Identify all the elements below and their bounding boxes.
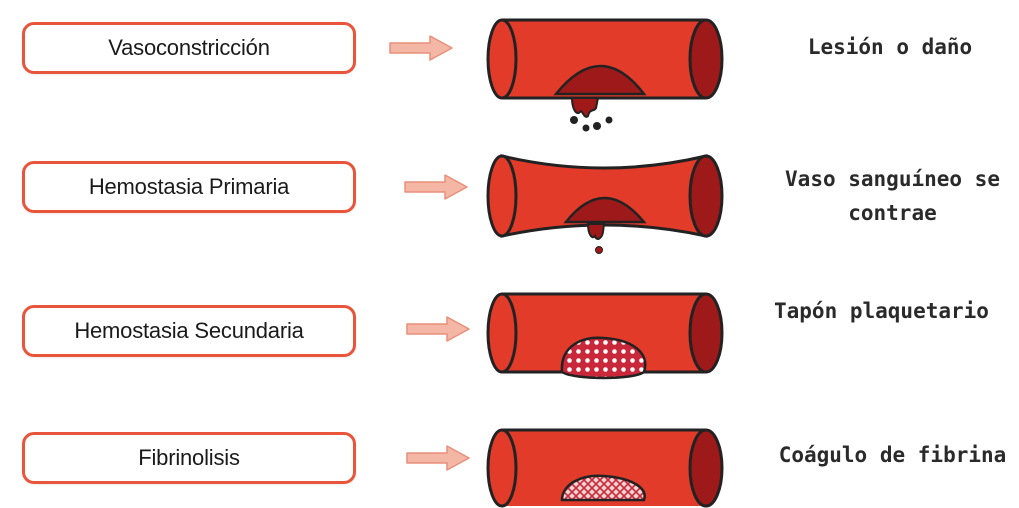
stage-box-hemostasia-secundaria: Hemostasia Secundaria: [22, 305, 356, 357]
right-arrow-icon: [405, 316, 471, 342]
stage-description: Lesión o daño: [790, 30, 990, 64]
stage-description: Coágulo de fibrina: [770, 438, 1015, 472]
stage-box-vasoconstriccion: Vasoconstricción: [22, 22, 356, 74]
right-arrow-icon: [403, 174, 469, 200]
stage-row-2: Hemostasia Primaria Vaso sanguíneo se co…: [0, 140, 1019, 240]
right-arrow-icon: [388, 35, 454, 61]
stage-row-4: Fibrinolisis Coágulo de fibrina: [0, 408, 1019, 508]
blood-vessel-injury-icon: [484, 8, 724, 138]
blood-vessel-constricted-icon: [484, 146, 724, 276]
right-arrow-icon: [405, 445, 471, 471]
blood-vessel-fibrin-clot-icon: [484, 420, 724, 500]
stage-row-1: Vasoconstricción Lesión o daño: [0, 0, 1019, 100]
blood-vessel-platelet-plug-icon: [484, 284, 724, 414]
stage-label: Vasoconstricción: [108, 35, 269, 61]
stage-label: Fibrinolisis: [138, 445, 240, 471]
stage-description: Vaso sanguíneo se contrae: [770, 162, 1015, 230]
stage-row-3: Hemostasia Secundaria Tapón plaquetario: [0, 278, 1019, 378]
stage-description: Tapón plaquetario: [774, 294, 1014, 328]
stage-label: Hemostasia Secundaria: [74, 318, 303, 344]
stage-label: Hemostasia Primaria: [89, 174, 289, 200]
stage-box-fibrinolisis: Fibrinolisis: [22, 432, 356, 484]
stage-box-hemostasia-primaria: Hemostasia Primaria: [22, 161, 356, 213]
